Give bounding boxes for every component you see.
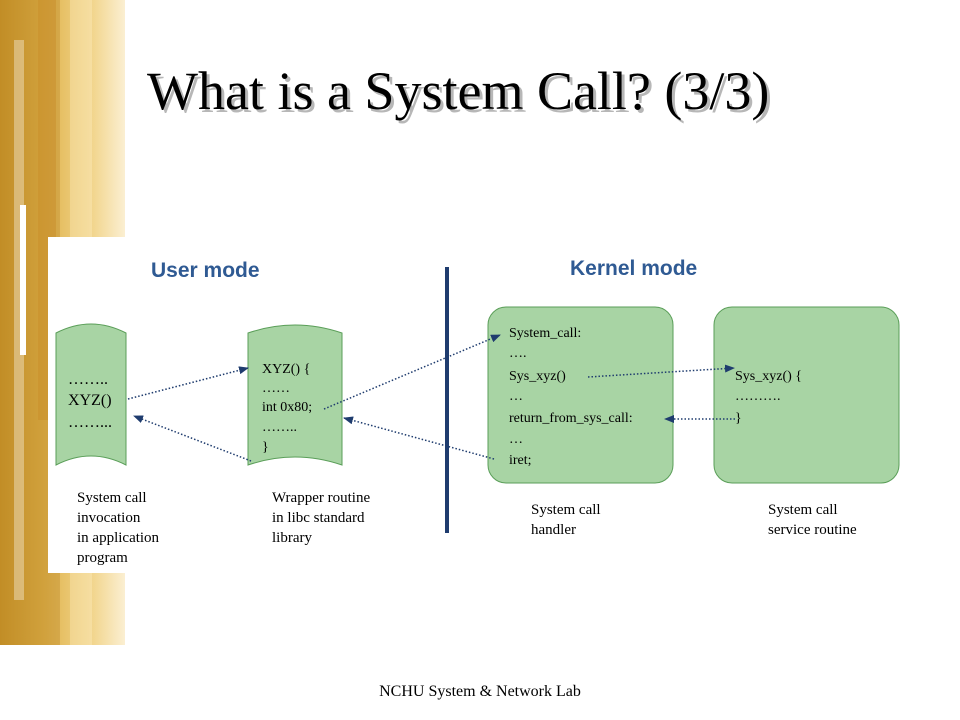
app-line-2: XYZ() [68,392,112,409]
wrapper-line-1: XYZ() { [262,362,310,377]
app-line-1: …….. [68,371,108,388]
handler-caption-line-2: handler [531,522,576,538]
handler-line-4: … [509,389,523,404]
arrow-wrapper-to-handler [323,334,501,410]
system-call-handler-box [487,306,674,484]
handler-line-2: …. [509,346,527,361]
user-mode-label: User mode [151,259,260,282]
wrapper-line-3: int 0x80; [262,400,312,415]
service-line-1: Sys_xyz() { [735,369,802,384]
handler-line-5: return_from_sys_call: [509,411,633,426]
app-caption-line-2: invocation [77,510,141,526]
wrapper-line-4: …….. [262,420,297,435]
handler-caption-line-1: System call [531,502,601,518]
wrapper-line-2: …… [262,381,290,396]
service-caption-line-2: service routine [768,522,857,538]
slide-footer: NCHU System & Network Lab [379,683,581,700]
kernel-mode-label: Kernel mode [570,257,697,280]
app-caption-line-3: in application [77,530,160,546]
arrow-wrapper-to-app [133,415,252,462]
app-caption-line-4: program [77,550,128,566]
wrapper-caption-line-1: Wrapper routine [272,490,370,506]
service-line-3: } [735,411,742,426]
wrapper-caption-line-3: library [272,530,312,546]
arrow-app-to-wrapper [127,366,249,400]
handler-line-1: System_call: [509,326,581,341]
handler-line-6: … [509,432,523,447]
service-line-2: ………. [735,389,781,404]
service-routine-box [713,306,900,484]
app-line-3: ……... [68,414,112,431]
page-title: What is a System Call? (3/3) [147,61,770,121]
app-program-box [55,323,127,466]
app-caption-line-1: System call [77,490,147,506]
handler-line-7: iret; [509,453,532,468]
diagram-panel: User mode Kernel mode …….. XYZ() ……... X… [48,237,920,573]
wrapper-line-5: } [262,440,269,455]
wrapper-routine-box [247,324,343,466]
arrow-handler-to-wrapper [343,416,495,460]
wrapper-caption-line-2: in libc standard [272,510,365,526]
handler-line-3: Sys_xyz() [509,369,566,384]
service-caption-line-1: System call [768,502,838,518]
system-call-diagram: User mode Kernel mode …….. XYZ() ……... X… [55,257,900,566]
